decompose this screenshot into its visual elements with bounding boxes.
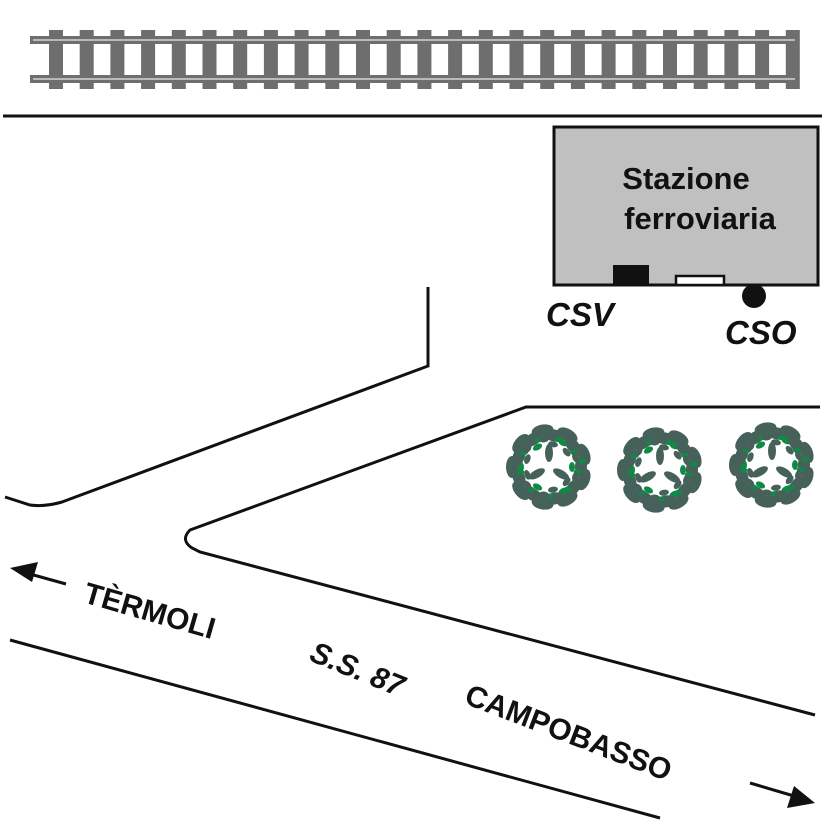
road-edge-lower bbox=[9, 638, 661, 820]
track-tie bbox=[79, 30, 94, 89]
tree-leaf bbox=[771, 484, 781, 491]
tree-leaf bbox=[747, 452, 754, 462]
tree-leaf bbox=[578, 458, 587, 464]
tree-leaf bbox=[643, 486, 654, 494]
tree-leaf bbox=[795, 450, 802, 461]
tree-leaf bbox=[572, 452, 579, 463]
track-tie bbox=[663, 30, 677, 89]
tree-leaf bbox=[735, 479, 753, 499]
termoli-label: TÈRMOLI bbox=[80, 576, 219, 646]
csv-label: CSV bbox=[546, 296, 617, 333]
track-tie bbox=[724, 30, 739, 89]
tree-leaf bbox=[532, 483, 543, 491]
track-tie bbox=[448, 30, 463, 89]
tree-icon bbox=[506, 424, 591, 510]
track-tie bbox=[601, 30, 616, 89]
track-tie bbox=[49, 30, 63, 89]
track-tie bbox=[478, 30, 493, 89]
track-tie bbox=[386, 30, 401, 89]
track-tie bbox=[202, 30, 217, 89]
track-tie bbox=[509, 30, 524, 89]
tree-leaf bbox=[776, 466, 793, 478]
tree-leaf bbox=[639, 471, 656, 483]
track-tie bbox=[141, 30, 156, 89]
tree-leaf bbox=[746, 442, 755, 452]
tree-leaf bbox=[683, 455, 690, 466]
track-tie bbox=[785, 30, 800, 89]
arrow-right-icon bbox=[749, 781, 815, 808]
tree-leaf bbox=[545, 444, 553, 462]
road-edge-upper-left bbox=[4, 287, 430, 508]
station-building[interactable]: Stazione ferroviaria bbox=[552, 125, 820, 287]
station-name-line2: ferroviaria bbox=[624, 201, 776, 236]
tree-leaf bbox=[664, 471, 681, 483]
tree-leaf bbox=[623, 484, 641, 504]
track-tie bbox=[263, 30, 278, 89]
station-rect bbox=[552, 125, 820, 287]
tree-leaf bbox=[635, 457, 642, 467]
trees-group bbox=[506, 422, 814, 513]
tree-leaf bbox=[792, 460, 798, 470]
tree-leaf bbox=[785, 445, 794, 455]
csv-marker[interactable] bbox=[613, 265, 649, 285]
tree-leaf bbox=[562, 447, 571, 457]
track-tie bbox=[693, 30, 708, 89]
station-name-line1: Stazione bbox=[622, 161, 749, 196]
tree-leaf bbox=[755, 481, 766, 489]
track-tie bbox=[570, 30, 585, 89]
tree-leaf bbox=[524, 454, 531, 464]
track-tie bbox=[233, 30, 248, 89]
tree-leaf bbox=[532, 443, 543, 451]
railway-track-icon bbox=[30, 30, 800, 89]
track-tie bbox=[540, 30, 555, 89]
tree-leaf bbox=[548, 486, 558, 493]
track-tie bbox=[755, 30, 770, 89]
tree-icon bbox=[617, 427, 702, 513]
road-edge-middle bbox=[184, 405, 820, 717]
cso-marker[interactable] bbox=[742, 284, 766, 308]
tree-leaf bbox=[673, 450, 682, 460]
track-tie bbox=[110, 30, 125, 89]
arrow-left-icon bbox=[10, 562, 67, 586]
track-tie bbox=[417, 30, 432, 89]
tree-icon bbox=[729, 422, 814, 508]
tree-leaf bbox=[680, 465, 686, 475]
track-tie bbox=[294, 30, 309, 89]
tree-leaf bbox=[801, 456, 810, 462]
track-tie bbox=[325, 30, 340, 89]
tree-leaf bbox=[656, 447, 664, 465]
tree-leaf bbox=[689, 461, 698, 467]
tree-leaf bbox=[528, 468, 545, 480]
tree-leaf bbox=[755, 441, 766, 449]
tree-leaf bbox=[523, 444, 532, 454]
tree-leaf bbox=[634, 447, 643, 457]
tree-leaf bbox=[751, 466, 768, 478]
route-label: S.S. 87 bbox=[305, 636, 410, 704]
cso-label: CSO bbox=[725, 314, 797, 351]
track-tie bbox=[356, 30, 370, 89]
track-tie bbox=[171, 30, 186, 89]
tree-leaf bbox=[659, 489, 669, 496]
tree-leaf bbox=[643, 446, 654, 454]
tree-leaf bbox=[569, 462, 575, 472]
tree-leaf bbox=[512, 481, 530, 501]
track-tie bbox=[632, 30, 647, 89]
tree-leaf bbox=[768, 442, 776, 460]
station-entrance bbox=[674, 274, 726, 287]
tree-leaf bbox=[553, 468, 570, 480]
